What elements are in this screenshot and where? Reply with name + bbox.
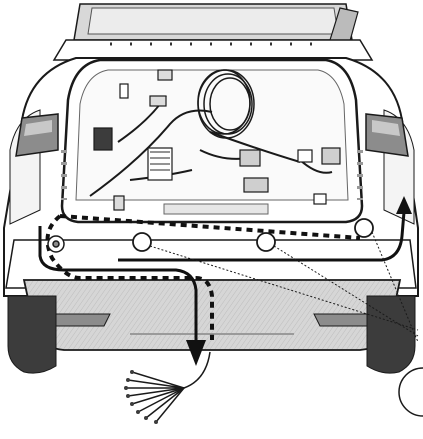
- tail-light-left: [15, 113, 59, 157]
- cargo-area: [60, 58, 364, 224]
- connector-plug-icon: [119, 69, 341, 205]
- tire-left: [7, 295, 57, 374]
- fuse-holder-icon: [93, 127, 173, 211]
- route-arrow-icon: [38, 211, 406, 344]
- tailgate: [52, 3, 374, 61]
- wire-coil-icon: [197, 69, 255, 139]
- route-arrow-heads: [186, 196, 412, 366]
- wire-bundle-icon: [126, 351, 211, 423]
- dotted-route: [45, 214, 361, 340]
- wire-bundle-tips: [124, 370, 158, 424]
- detail-zoom-circle: [398, 367, 423, 417]
- tail-light-right: [365, 113, 409, 157]
- callout-markers: [132, 218, 419, 343]
- grommet-icon: [47, 235, 65, 253]
- tire-right: [366, 295, 416, 374]
